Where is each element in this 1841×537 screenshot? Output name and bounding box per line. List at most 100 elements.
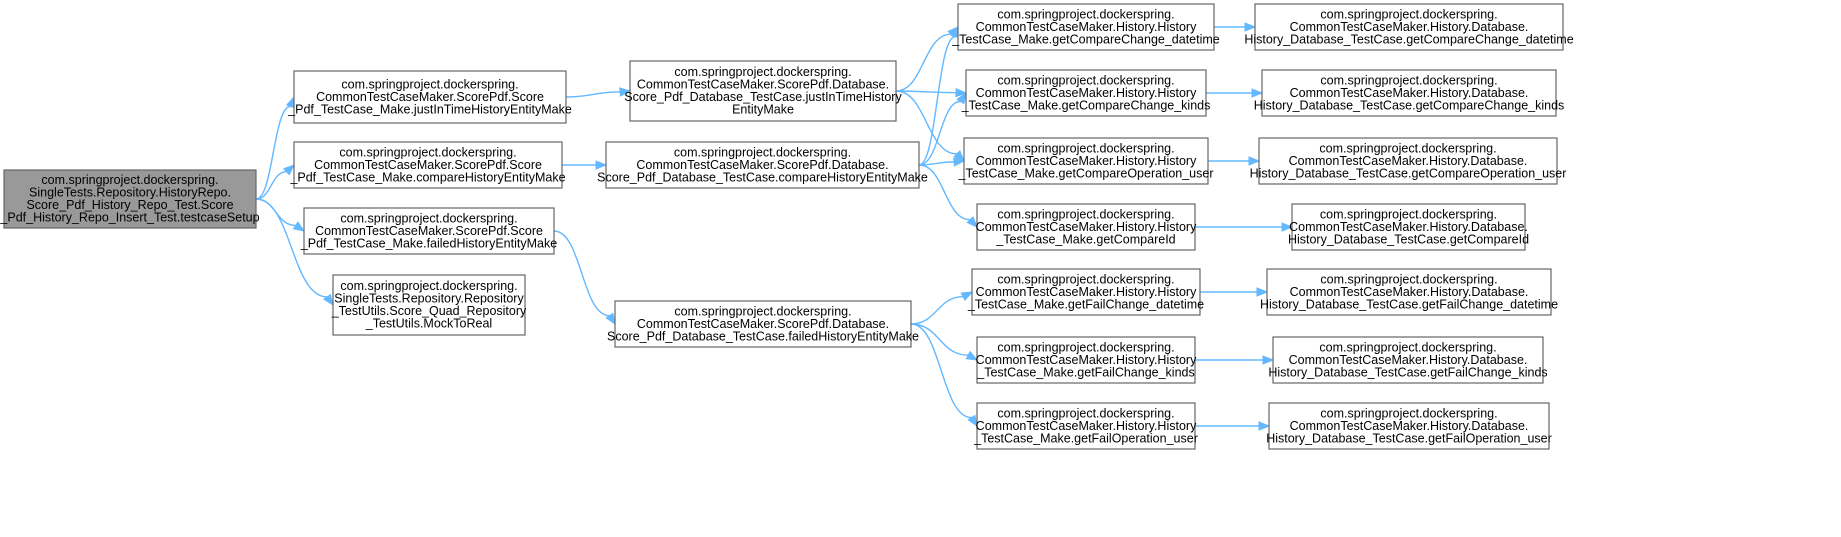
node-box — [1291, 203, 1526, 251]
node-label-line: _Pdf_TestCase_Make.compareHistoryEntityM… — [289, 170, 565, 184]
edge-line — [895, 33, 952, 92]
edge-line — [255, 105, 291, 200]
edge-h-fc-k-to-db-fc-k — [1195, 355, 1275, 365]
node-box — [1272, 336, 1544, 384]
node-label-line: _Pdf_TestCase_Make.justInTimeHistoryEnti… — [287, 102, 572, 116]
node-label-line: com.springproject.dockerspring. — [340, 279, 517, 293]
node-label-line: com.springproject.dockerspring. — [341, 77, 518, 91]
node-mock[interactable]: com.springproject.dockerspring.SingleTes… — [331, 274, 527, 336]
edge-d-compare-to-h-cc-k — [918, 91, 967, 166]
node-h-fc-k[interactable]: com.springproject.dockerspring.CommonTes… — [976, 336, 1197, 384]
node-db-cc-k[interactable]: com.springproject.dockerspring.CommonTes… — [1254, 69, 1565, 117]
node-h-fc-dt[interactable]: com.springproject.dockerspring.CommonTes… — [967, 268, 1204, 316]
node-label-line: _Pdf_History_Repo_Insert_Test.testcaseSe… — [0, 211, 260, 225]
node-label-line: _TestUtils.MockToReal — [365, 317, 492, 331]
node-label-line: Score_Pdf_Database_TestCase.failedHistor… — [607, 329, 919, 343]
node-label-line: CommonTestCaseMaker.History.History — [976, 86, 1197, 100]
node-label-line: Score_Pdf_History_Repo_Test.Score — [26, 198, 233, 212]
node-label-line: com.springproject.dockerspring. — [997, 7, 1174, 21]
node-label-line: _TestCase_Make.getCompareChange_datetime — [951, 32, 1220, 46]
node-m-compare[interactable]: com.springproject.dockerspring.CommonTes… — [289, 141, 566, 189]
node-label-line: CommonTestCaseMaker.ScorePdf.Score — [315, 224, 543, 238]
node-label-line: CommonTestCaseMaker.History.Database. — [1289, 220, 1528, 234]
node-db-cc-dt[interactable]: com.springproject.dockerspring.CommonTes… — [1244, 3, 1574, 51]
node-label-line: History_Database_TestCase.getCompareChan… — [1254, 98, 1565, 112]
edge-m-just-to-d-just — [565, 87, 632, 98]
edge-h-cc-dt-to-db-cc-dt — [1214, 22, 1257, 32]
node-layer: com.springproject.dockerspring.SingleTes… — [0, 3, 1574, 450]
arrowhead-icon — [956, 91, 967, 105]
arrowhead-icon — [1281, 222, 1294, 232]
edge-d-just-to-h-co-u — [895, 90, 965, 162]
node-label-line: _Pdf_TestCase_Make.failedHistoryEntityMa… — [300, 236, 557, 250]
node-h-co-u[interactable]: com.springproject.dockerspring.CommonTes… — [958, 137, 1214, 185]
node-m-just[interactable]: com.springproject.dockerspring.CommonTes… — [287, 70, 572, 124]
arrowhead-icon — [1251, 88, 1264, 98]
node-label-line: com.springproject.dockerspring. — [1320, 207, 1497, 221]
node-label-line: com.springproject.dockerspring. — [997, 73, 1174, 87]
node-label-line: CommonTestCaseMaker.History.History — [976, 353, 1197, 367]
node-h-fo-u[interactable]: com.springproject.dockerspring.CommonTes… — [973, 402, 1198, 450]
node-box — [303, 207, 555, 255]
edge-m-compare-to-d-compare — [562, 160, 608, 170]
arrowhead-icon — [953, 157, 966, 167]
edge-h-fc-dt-to-db-fc-dt — [1200, 287, 1269, 297]
edge-h-co-u-to-db-co-u — [1208, 156, 1261, 166]
node-db-fo-u[interactable]: com.springproject.dockerspring.CommonTes… — [1266, 402, 1552, 450]
edge-line — [553, 230, 610, 317]
arrowhead-icon — [953, 150, 965, 162]
node-label-line: CommonTestCaseMaker.History.Database. — [1290, 285, 1529, 299]
node-label-line: SingleTests.Repository.Repository — [334, 292, 524, 306]
node-h-cc-k[interactable]: com.springproject.dockerspring.CommonTes… — [961, 69, 1211, 117]
edge-line — [910, 295, 964, 325]
edge-root-to-m-failed — [255, 198, 306, 232]
node-label-line: History_Database_TestCase.getFailChange_… — [1268, 365, 1547, 379]
arrowhead-icon — [960, 291, 974, 302]
edge-h-fo-u-to-db-fo-u — [1195, 421, 1271, 431]
node-label-line: History_Database_TestCase.getCompareId — [1288, 232, 1529, 246]
node-label-line: CommonTestCaseMaker.History.Database. — [1290, 20, 1529, 34]
edge-line — [255, 198, 328, 298]
arrowhead-icon — [955, 87, 968, 98]
node-m-failed[interactable]: com.springproject.dockerspring.CommonTes… — [300, 207, 557, 255]
arrowhead-icon — [965, 350, 979, 361]
edge-root-to-mock — [255, 198, 334, 307]
node-label-line: _TestCase_Make.getCompareId — [995, 232, 1175, 246]
arrowhead-icon — [595, 160, 608, 170]
arrowhead-icon — [605, 312, 616, 326]
edge-d-just-to-h-cc-k — [895, 87, 968, 98]
node-db-fc-dt[interactable]: com.springproject.dockerspring.CommonTes… — [1260, 268, 1558, 316]
node-d-failed[interactable]: com.springproject.dockerspring.CommonTes… — [607, 300, 919, 348]
node-db-co-u[interactable]: com.springproject.dockerspring.CommonTes… — [1250, 137, 1567, 185]
node-label-line: CommonTestCaseMaker.ScorePdf.Database. — [636, 158, 888, 172]
edge-m-failed-to-d-failed — [553, 230, 616, 326]
arrowhead-icon — [283, 164, 296, 176]
node-box — [976, 402, 1196, 450]
node-db-fc-k[interactable]: com.springproject.dockerspring.CommonTes… — [1268, 336, 1548, 384]
edge-layer — [255, 22, 1294, 431]
node-label-line: History_Database_TestCase.getFailOperati… — [1266, 431, 1552, 445]
node-box — [605, 141, 920, 189]
node-box — [629, 60, 897, 122]
node-d-compare[interactable]: com.springproject.dockerspring.CommonTes… — [597, 141, 928, 189]
node-box — [3, 169, 257, 229]
arrowhead-icon — [1256, 287, 1269, 297]
node-label-line: _TestCase_Make.getCompareOperation_user — [958, 166, 1214, 180]
node-db-c-id[interactable]: com.springproject.dockerspring.CommonTes… — [1288, 203, 1529, 251]
node-label-line: SingleTests.Repository.HistoryRepo. — [29, 186, 231, 200]
node-label-line: CommonTestCaseMaker.History.History — [976, 285, 1197, 299]
node-label-line: EntityMake — [732, 103, 794, 117]
arrowhead-icon — [967, 414, 978, 428]
node-box — [963, 137, 1209, 185]
node-label-line: com.springproject.dockerspring. — [674, 304, 851, 318]
node-d-just[interactable]: com.springproject.dockerspring.CommonTes… — [624, 60, 902, 122]
node-label-line: CommonTestCaseMaker.History.History — [976, 419, 1197, 433]
node-label-line: com.springproject.dockerspring. — [1319, 141, 1496, 155]
edge-h-c-id-to-db-c-id — [1194, 222, 1294, 232]
node-h-cc-dt[interactable]: com.springproject.dockerspring.CommonTes… — [951, 3, 1220, 51]
node-label-line: com.springproject.dockerspring. — [339, 145, 516, 159]
node-box — [614, 300, 912, 348]
edge-d-compare-to-h-c-id — [918, 164, 978, 228]
node-h-c-id[interactable]: com.springproject.dockerspring.CommonTes… — [976, 203, 1197, 251]
node-root[interactable]: com.springproject.dockerspring.SingleTes… — [0, 169, 260, 229]
